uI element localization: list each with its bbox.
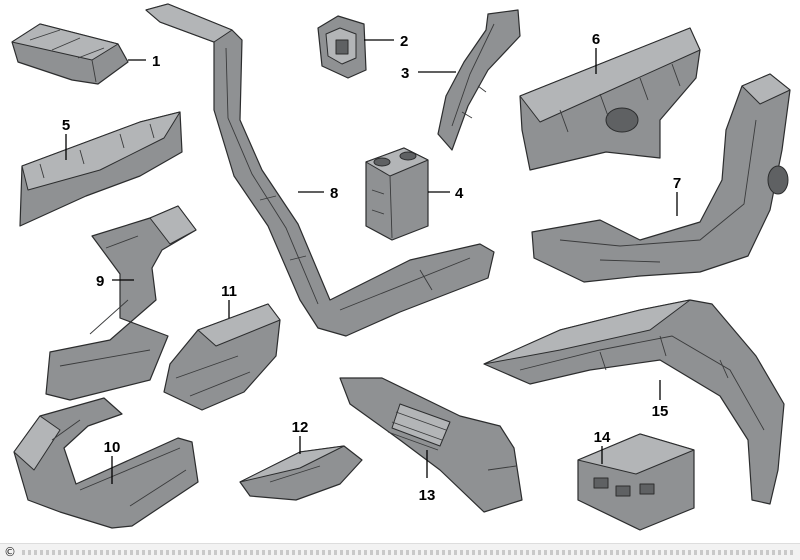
part-11[interactable] — [163, 303, 281, 411]
footer-bar: © — [0, 543, 800, 560]
part-6[interactable] — [519, 27, 701, 171]
label-8: 8 — [330, 185, 338, 202]
callout-numbers: 1 2 3 4 5 6 7 8 9 10 11 12 13 14 15 — [62, 31, 681, 504]
label-1: 1 — [152, 53, 160, 70]
part-8[interactable] — [145, 3, 495, 337]
part-4[interactable] — [365, 147, 429, 241]
label-6: 6 — [592, 31, 600, 48]
copyright-icon: © — [4, 545, 16, 559]
part-10[interactable] — [13, 397, 199, 529]
label-2: 2 — [400, 33, 408, 50]
part-3[interactable] — [437, 9, 521, 151]
label-13: 13 — [419, 487, 436, 504]
footer-stripe — [22, 550, 794, 555]
label-12: 12 — [292, 419, 309, 436]
part-9[interactable] — [45, 205, 197, 401]
part-5[interactable] — [19, 111, 183, 227]
label-14: 14 — [594, 429, 611, 446]
part-12[interactable] — [239, 445, 363, 501]
label-5: 5 — [62, 117, 70, 134]
part-7[interactable] — [531, 73, 791, 283]
part-15[interactable] — [483, 299, 785, 505]
part-2[interactable] — [317, 15, 367, 79]
label-10: 10 — [104, 439, 121, 456]
label-9: 9 — [96, 273, 104, 290]
label-3: 3 — [401, 65, 409, 82]
leader-lines — [65, 39, 678, 484]
part-14[interactable] — [577, 433, 695, 531]
label-7: 7 — [673, 175, 681, 192]
part-13[interactable] — [339, 377, 523, 513]
label-4: 4 — [455, 185, 464, 202]
label-11: 11 — [221, 283, 237, 300]
part-1[interactable] — [11, 23, 129, 85]
label-15: 15 — [652, 403, 669, 420]
